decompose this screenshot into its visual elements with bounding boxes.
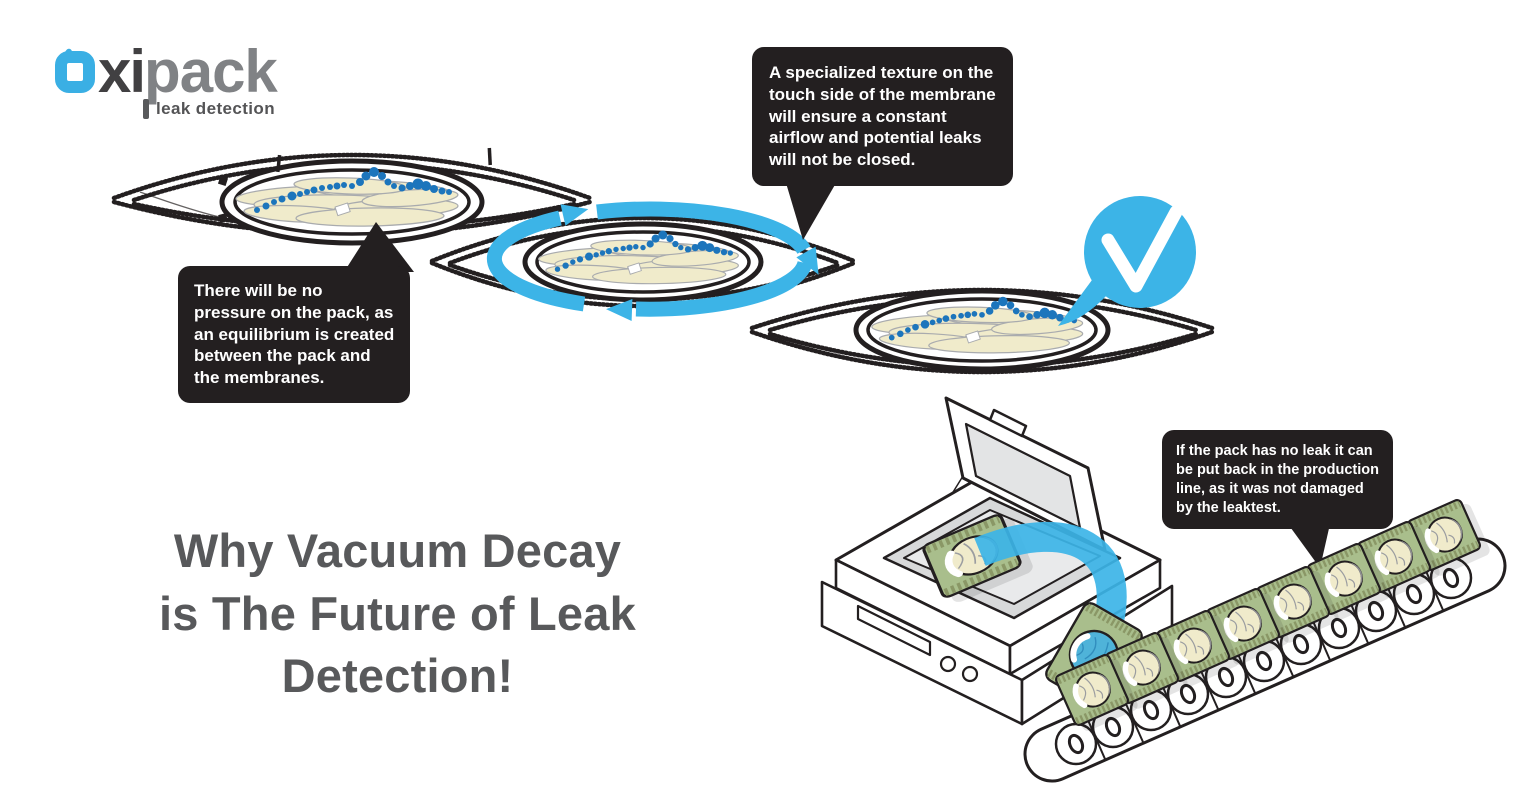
conveyor-belt xyxy=(1023,496,1507,783)
callout-tail-texture xyxy=(786,183,836,240)
pack-stage-2-membranes xyxy=(429,198,857,321)
callout-texture: A specialized texture on the touch side … xyxy=(752,47,1013,186)
callout-tail-no-leak xyxy=(1288,524,1330,568)
machine-button xyxy=(961,665,979,683)
lid-handle xyxy=(988,408,1028,438)
callout-equilibrium: There will be no pressure on the pack, a… xyxy=(178,266,411,403)
check-badge xyxy=(1058,196,1196,326)
logo-o-glyph xyxy=(54,47,95,93)
logo-descender-bar xyxy=(143,99,149,119)
check-icon xyxy=(1101,205,1183,293)
pack-stage-3-membranes xyxy=(749,287,1215,375)
page-title: Why Vacuum Decay is The Future of Leak D… xyxy=(159,524,636,702)
logo-text-pack: pack xyxy=(144,38,278,106)
airflow-rotation-arrows xyxy=(486,201,813,317)
callout-tail-equilibrium xyxy=(344,222,414,272)
logo-text-xi: xi xyxy=(98,38,146,106)
membrane-clamps xyxy=(217,147,492,223)
pack-stage-1-membranes xyxy=(111,147,593,246)
callout-no-leak: If the pack has no leak it can be put ba… xyxy=(1162,430,1393,530)
logo-o-accent xyxy=(54,47,74,69)
logo-tagline-row: leak detection xyxy=(143,99,277,119)
logo-tagline: leak detection xyxy=(156,99,275,118)
machine-button xyxy=(939,655,957,673)
rollers xyxy=(1054,556,1473,766)
machine-display-slot xyxy=(856,604,932,657)
oxipack-logo: xi pack leak detection xyxy=(54,34,278,119)
logo-wordmark: xi pack xyxy=(54,34,278,106)
